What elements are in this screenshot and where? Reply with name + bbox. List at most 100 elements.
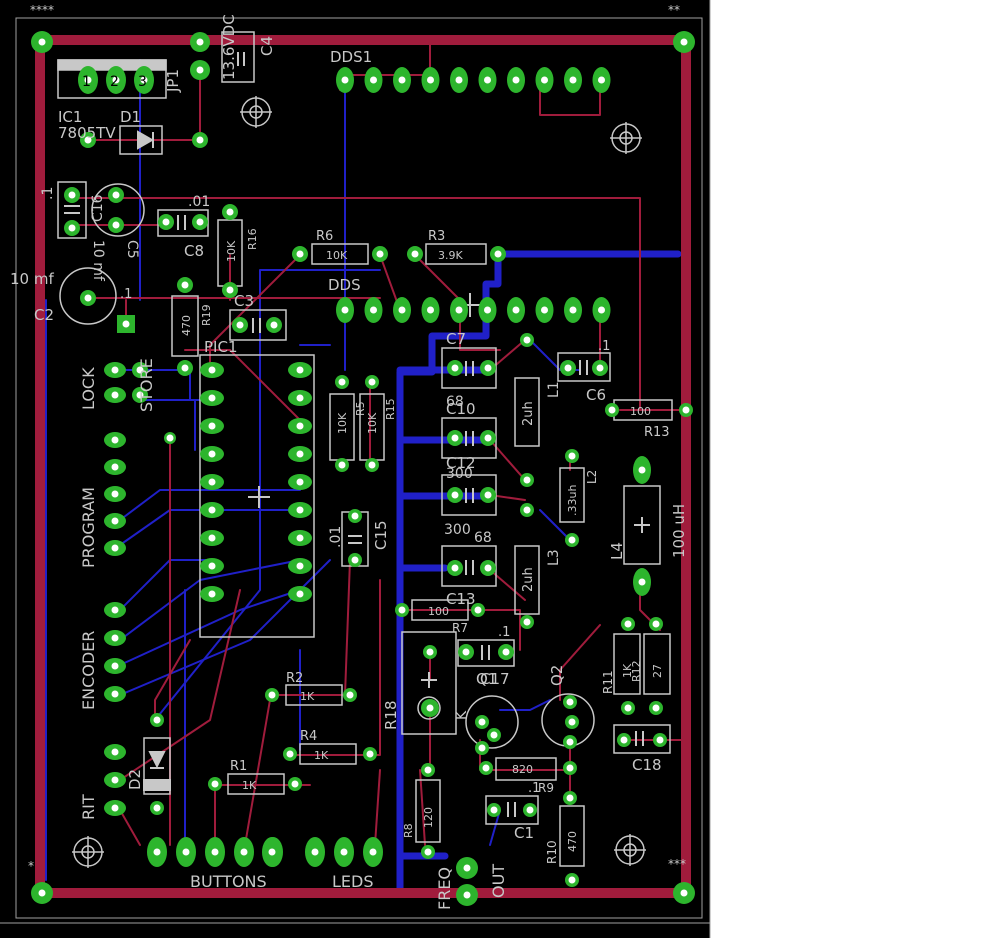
center-crosshair — [248, 486, 270, 508]
mounting-hole-top-right — [610, 122, 642, 154]
drill-hole — [424, 848, 432, 856]
l4-outline — [623, 485, 661, 565]
l2-outline — [559, 467, 585, 523]
bottom-traces — [45, 59, 682, 892]
pic1-outline — [199, 354, 315, 638]
drill-hole — [523, 618, 531, 626]
drill-hole — [398, 606, 406, 614]
drill-hole — [166, 434, 174, 442]
drill-hole — [426, 704, 434, 712]
r15-label: R15 — [384, 398, 397, 420]
drill-hole — [296, 478, 304, 486]
drill-hole — [208, 478, 216, 486]
drill-hole — [490, 806, 498, 814]
drill-hole — [112, 191, 120, 199]
buttons-label: BUTTONS — [190, 872, 267, 891]
drill-hole — [311, 848, 319, 856]
r10-outline — [559, 805, 585, 867]
c6-label: C6 — [586, 386, 606, 404]
drill-hole — [136, 391, 144, 399]
drill-hole — [398, 76, 406, 84]
drill-hole — [494, 250, 502, 258]
drill-hole — [568, 536, 576, 544]
r16-label: R16 — [246, 228, 259, 250]
drill-hole — [564, 364, 572, 372]
r11-label: R11 — [601, 670, 615, 694]
drill-hole — [451, 491, 459, 499]
drill-hole — [226, 208, 234, 216]
drill-hole — [484, 364, 492, 372]
corner-mark-top-right: ** — [668, 3, 680, 17]
c5-label: C5 — [124, 240, 140, 259]
c6-outline — [557, 352, 611, 382]
drill-hole — [84, 76, 92, 84]
drill-hole — [368, 378, 376, 386]
drill-hole — [208, 534, 216, 542]
drill-hole — [236, 321, 244, 329]
r11-outline — [613, 633, 641, 695]
lock-label: LOCK — [79, 367, 98, 410]
drill-hole — [369, 848, 377, 856]
freq-label: FREQ — [435, 867, 454, 910]
drill-hole — [462, 648, 470, 656]
drill-hole — [411, 250, 419, 258]
drill-hole — [182, 848, 190, 856]
r18-outline — [401, 631, 457, 735]
r5-label: R5 — [354, 401, 367, 416]
drill-hole — [286, 750, 294, 758]
drill-hole — [568, 452, 576, 460]
d1-outline — [119, 125, 163, 155]
drill-hole — [484, 76, 491, 84]
drill-hole — [268, 848, 276, 856]
l1-label: L1 — [546, 381, 562, 398]
drill-hole — [484, 564, 492, 572]
drill-hole — [680, 889, 688, 897]
cap-symbol — [348, 535, 362, 544]
store-label: STORE — [137, 358, 156, 412]
drill-hole — [351, 556, 359, 564]
drill-hole — [270, 321, 278, 329]
r2-value: 1K — [300, 690, 315, 703]
drill-hole — [512, 76, 520, 84]
drill-hole — [541, 306, 548, 314]
c13-outline — [441, 545, 497, 587]
drill-hole — [208, 562, 216, 570]
c16-outline — [57, 181, 87, 239]
cap-symbol — [465, 361, 474, 376]
drill-hole — [111, 490, 119, 498]
r20-value: 820 — [512, 763, 533, 776]
r13-label: R13 — [644, 425, 670, 440]
r18-crosshair — [421, 672, 437, 688]
drill-hole — [566, 698, 574, 706]
drill-hole — [638, 466, 646, 474]
r19-label: R19 — [200, 304, 213, 326]
cap-symbol — [465, 431, 474, 446]
l4-value: 100 uH — [670, 504, 688, 558]
drill-hole — [38, 38, 46, 46]
c12-value: 300 — [446, 466, 473, 482]
drill-hole — [296, 534, 304, 542]
drill-hole — [291, 780, 299, 788]
r8-label: R8 — [402, 823, 415, 838]
drill-hole — [502, 648, 510, 656]
r3-value: 3.9K — [438, 249, 463, 262]
cap-symbol — [64, 205, 80, 214]
c1-label: C1 — [514, 824, 534, 842]
ic1-value: 7805TV — [58, 124, 116, 142]
l2-value: .33uh — [566, 485, 579, 516]
c11-value: 300 — [444, 522, 471, 538]
drill-hole — [296, 506, 304, 514]
drill-hole — [370, 306, 377, 314]
r4-value: 1K — [314, 749, 329, 762]
dds1-label: DDS1 — [330, 48, 372, 66]
drill-hole — [208, 422, 216, 430]
c7-label: C7 — [446, 330, 466, 348]
drill-hole — [598, 76, 605, 84]
r18-label: R18 — [382, 700, 400, 730]
c2-value: 10 mf — [10, 270, 54, 288]
r6-value: 10K — [326, 249, 348, 262]
drill-hole — [455, 76, 463, 84]
mounting-hole-top-middle — [240, 96, 272, 128]
encoder-label: ENCODER — [79, 631, 98, 710]
drill-hole — [153, 848, 161, 856]
